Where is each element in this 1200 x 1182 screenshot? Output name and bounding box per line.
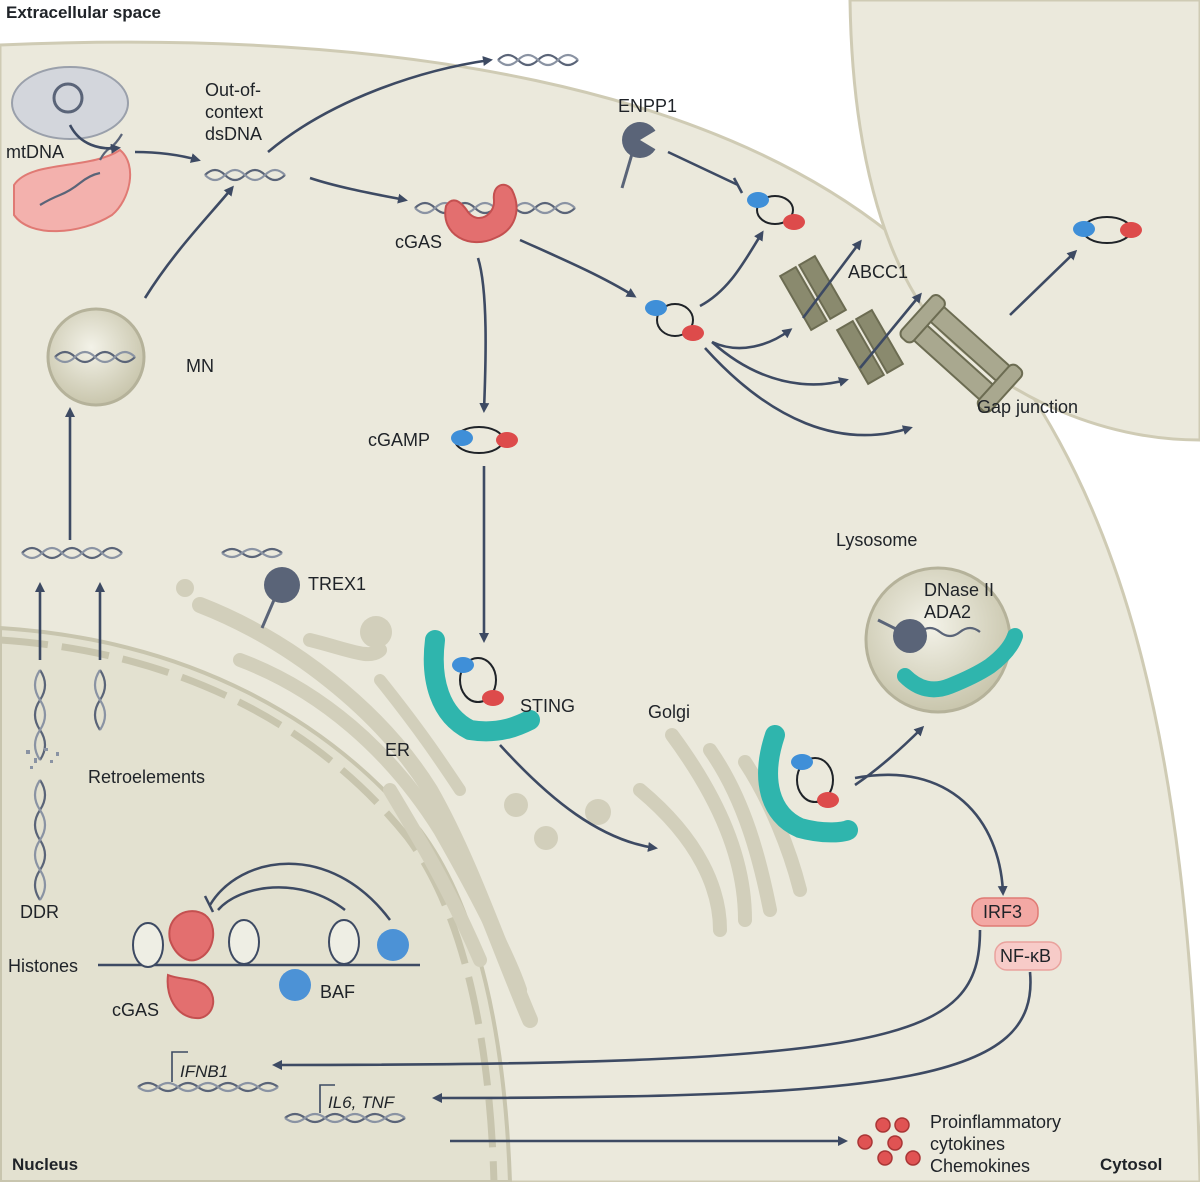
gap-junction-icon [899,294,1024,413]
cytokines-label: cytokines [930,1134,1005,1154]
cytokines-icon [857,1117,921,1166]
chromatin [98,919,420,968]
extracellular-label: Extracellular space [6,3,161,22]
dna-ddr [26,669,59,901]
cgamp-label: cGAMP [368,430,430,450]
dna-extracellular [497,53,579,67]
baf-icon [279,969,311,1001]
dnase2-label: DNase II [924,580,994,600]
enpp1-icon [620,122,660,189]
baf-label: BAF [320,982,355,1002]
mitochondrion-red [13,148,132,233]
arrows [35,56,1078,1146]
nucleus-label: Nucleus [12,1155,78,1174]
nfkb-label: NF-κB [1000,946,1051,966]
chemokines-label: Chemokines [930,1156,1030,1176]
cgamp-molecule-2 [645,300,704,341]
ifnb1-promoter-icon [171,1051,188,1082]
out-of-context-line-3: dsDNA [205,124,262,144]
mn-label: MN [186,356,214,376]
cgas-cytosolic-icon [444,183,518,244]
lysosome [864,566,1023,714]
irf3-box [971,897,1039,927]
cgas-nuclear-label: cGAS [112,1000,159,1020]
trex1-label: TREX1 [308,574,366,594]
histones-label: Histones [8,956,78,976]
ddr-label: DDR [20,902,59,922]
out-of-context-line-1: Out-of- [205,80,261,100]
nuclear-envelope [0,636,498,1182]
out-of-context-line-2: context [205,102,263,122]
cgamp-molecule-3 [747,192,805,230]
cgamp-molecule-4 [1073,216,1142,244]
baf-inhibition-arc-2 [208,862,391,921]
il6-promoter-icon [319,1084,335,1113]
cgamp-molecule-1 [451,426,518,454]
irf3-label: IRF3 [983,902,1022,922]
dna-ifnb1 [137,1081,279,1093]
dna-trex1 [221,547,283,559]
sting-golgi-icon [758,725,858,843]
sting-er-icon [423,630,540,742]
ifnb1-label: IFNB1 [180,1062,228,1081]
baf-inhibition-arc-1 [217,886,346,911]
enpp1-label: ENPP1 [618,96,677,116]
er-label: ER [385,740,410,760]
er [176,579,611,1028]
cytosol-label: Cytosol [1100,1155,1162,1174]
text-labels: Extracellular space Nucleus Cytosol mtDN… [6,3,1162,1176]
cgas-nuclear-icon [166,910,215,1020]
mtdna-label: mtDNA [6,142,64,162]
ada2-label: ADA2 [924,602,971,622]
abcc1-transporter-1 [778,254,848,332]
dna-out-of-context [204,168,286,182]
sting-degraded-icon [897,628,1023,698]
dnase2-enzyme-icon [893,619,927,653]
inhibition-bar-icon [203,895,215,913]
abcc1-transporter-2 [835,308,905,386]
proinflammatory-label: Proinflammatory [930,1112,1061,1132]
dna-nuclear-released [21,546,123,560]
mitochondrion-grey [11,66,129,140]
golgi-label: Golgi [648,702,690,722]
lysosome-label: Lysosome [836,530,917,550]
dna-il6-tnf [284,1112,406,1124]
nfkb-box [994,941,1062,971]
dna-retroelements [93,669,107,731]
micronucleus [46,307,146,407]
golgi [633,728,807,937]
cgas-cytosolic-label: cGAS [395,232,442,252]
sting-label: STING [520,696,575,716]
il6-tnf-label: IL6, TNF [328,1093,396,1112]
gap-junction-label: Gap junction [977,397,1078,417]
trex1-icon [260,567,300,629]
retroelements-label: Retroelements [88,767,205,787]
abcc1-label: ABCC1 [848,262,908,282]
baf-icon-2 [377,929,409,961]
